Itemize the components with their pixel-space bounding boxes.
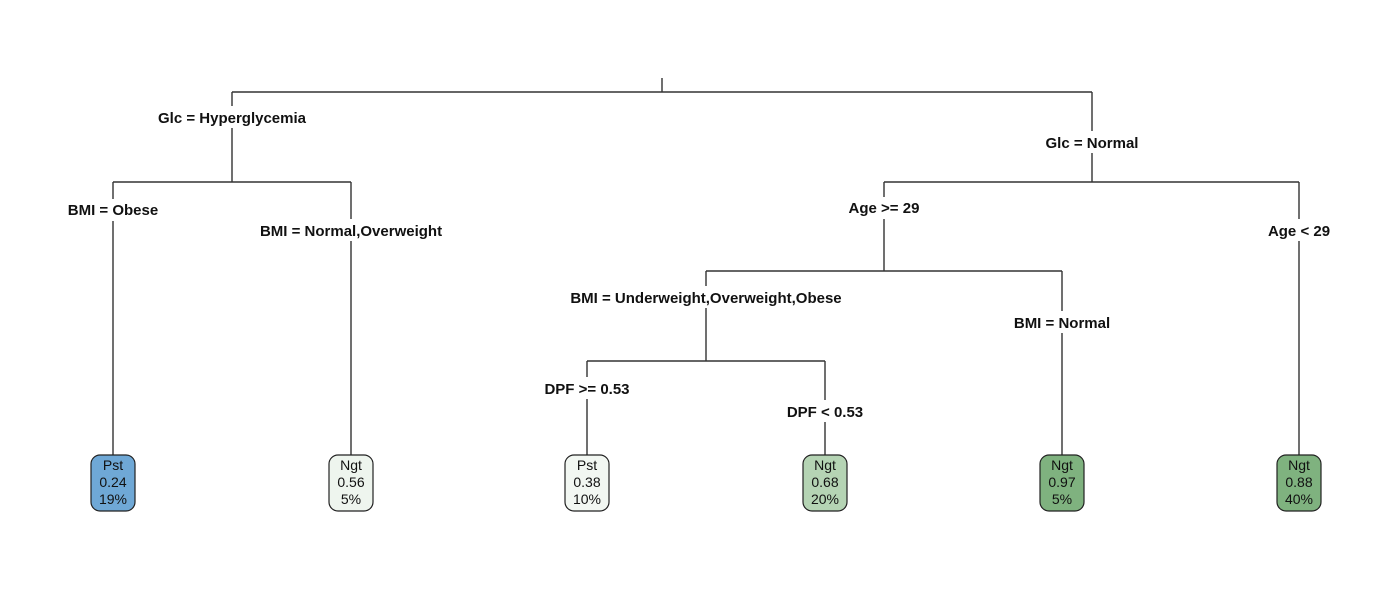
- leaf-node: Ngt 0.97 5%: [1039, 454, 1085, 512]
- leaf-box: [564, 454, 610, 512]
- split-bmi-normal: BMI = Normal: [1014, 315, 1110, 332]
- leaf-prob: 0.88: [1285, 474, 1312, 490]
- split-glc-hyperglycemia: Glc = Hyperglycemia: [158, 110, 307, 127]
- leaf-node: Ngt 0.88 40%: [1276, 454, 1322, 512]
- leaf-box: [802, 454, 848, 512]
- leaf-prob: 0.38: [573, 474, 600, 490]
- split-bmi-obese: BMI = Obese: [68, 202, 158, 219]
- leaf-percent: 5%: [1052, 491, 1072, 507]
- leaf-class: Ngt: [1051, 457, 1073, 473]
- leaf-node: Pst 0.38 10%: [564, 454, 610, 512]
- leaf-class: Pst: [103, 457, 123, 473]
- split-bmi-normal-overweight: BMI = Normal,Overweight: [260, 223, 442, 240]
- leaf-box: [1276, 454, 1322, 512]
- leaf-node: Ngt 0.68 20%: [802, 454, 848, 512]
- leaf-prob: 0.97: [1048, 474, 1075, 490]
- leaves: Pst 0.24 19% Ngt 0.56 5% Pst 0.38 10% Ng…: [90, 454, 1322, 512]
- leaf-percent: 40%: [1285, 491, 1313, 507]
- split-glc-normal: Glc = Normal: [1046, 135, 1139, 152]
- leaf-box: [90, 454, 136, 512]
- split-age-ge-29: Age >= 29: [849, 200, 920, 217]
- leaf-class: Ngt: [340, 457, 362, 473]
- leaf-percent: 10%: [573, 491, 601, 507]
- leaf-prob: 0.68: [811, 474, 838, 490]
- split-dpf-lt-053: DPF < 0.53: [787, 404, 863, 421]
- split-bmi-under-over-obese: BMI = Underweight,Overweight,Obese: [570, 290, 841, 307]
- split-dpf-ge-053: DPF >= 0.53: [544, 381, 629, 398]
- leaf-prob: 0.56: [337, 474, 364, 490]
- leaf-class: Pst: [577, 457, 597, 473]
- leaf-box: [1039, 454, 1085, 512]
- leaf-node: Pst 0.24 19%: [90, 454, 136, 512]
- leaf-class: Ngt: [1288, 457, 1310, 473]
- leaf-box: [328, 454, 374, 512]
- leaf-percent: 20%: [811, 491, 839, 507]
- leaf-percent: 5%: [341, 491, 361, 507]
- leaf-prob: 0.24: [99, 474, 126, 490]
- leaf-class: Ngt: [814, 457, 836, 473]
- split-labels: Glc = Hyperglycemia Glc = Normal BMI = O…: [63, 106, 1335, 422]
- leaf-node: Ngt 0.56 5%: [328, 454, 374, 512]
- leaf-percent: 19%: [99, 491, 127, 507]
- split-age-lt-29: Age < 29: [1268, 223, 1330, 240]
